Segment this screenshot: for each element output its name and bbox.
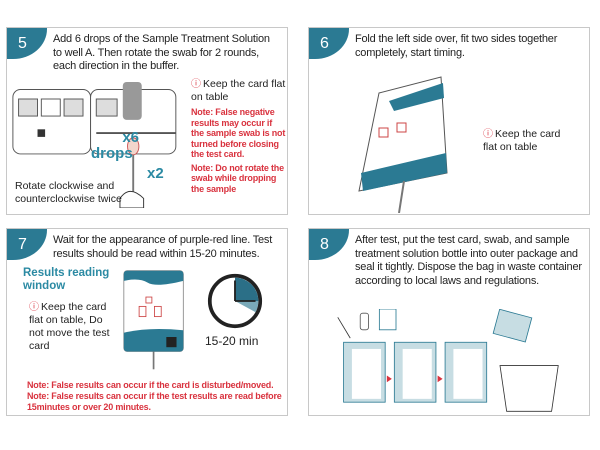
exclamation-circle-icon: ⓘ: [483, 129, 493, 140]
timer-label: 15-20 min: [205, 334, 259, 348]
drops-label: drops: [91, 145, 133, 162]
step-title: After test, put the test card, swab, and…: [355, 234, 582, 287]
rotate-instruction: Rotate clockwise and counterclockwise tw…: [15, 180, 122, 205]
drops-count: x6: [122, 129, 139, 146]
step-number-badge: 8: [309, 229, 349, 260]
note-false-negative: Note: False negative results may occur i…: [191, 107, 286, 159]
step-6-panel: 6 Fold the left side over, fit two sides…: [308, 27, 590, 215]
rotate-count: x2: [147, 165, 164, 182]
note-disturbed: Note: False results can occur if the car…: [27, 379, 274, 390]
folded-test-card-illustration: [358, 76, 448, 213]
results-window-label: Results reading window: [23, 267, 110, 292]
caution-text: Keep the card flat on table: [191, 78, 286, 103]
step-title: Add 6 drops of the Sample Treatment Solu…: [53, 33, 270, 72]
step-title: Fold the left side over, fit two sides t…: [355, 33, 558, 59]
caution-text: Keep the card flat on table, Do not move…: [29, 301, 110, 352]
test-card-illustration: [123, 270, 184, 370]
caution-text: Keep the card flat on table: [483, 128, 561, 153]
note-timing: Note: False results can occur if the tes…: [27, 391, 282, 412]
stopwatch-icon: [207, 273, 263, 329]
step-8-panel: 8 After test, put the test card, swab, a…: [308, 228, 590, 416]
test-card-drop-illustration: [12, 81, 177, 208]
step-5-panel: 5 Add 6 drops of the Sample Treatment So…: [6, 27, 288, 215]
step-number-badge: 7: [7, 229, 47, 260]
step-number-badge: 5: [7, 28, 47, 59]
step-title: Wait for the appearance of purple-red li…: [53, 234, 273, 260]
step-7-panel: 7 Wait for the appearance of purple-red …: [6, 228, 288, 416]
note-do-not-rotate: Note: Do not rotate the swab while dropp…: [191, 162, 284, 194]
exclamation-circle-icon: ⓘ: [191, 79, 201, 90]
step-number-badge: 6: [309, 28, 349, 59]
disposal-illustration: [337, 309, 559, 412]
exclamation-circle-icon: ⓘ: [29, 302, 39, 313]
